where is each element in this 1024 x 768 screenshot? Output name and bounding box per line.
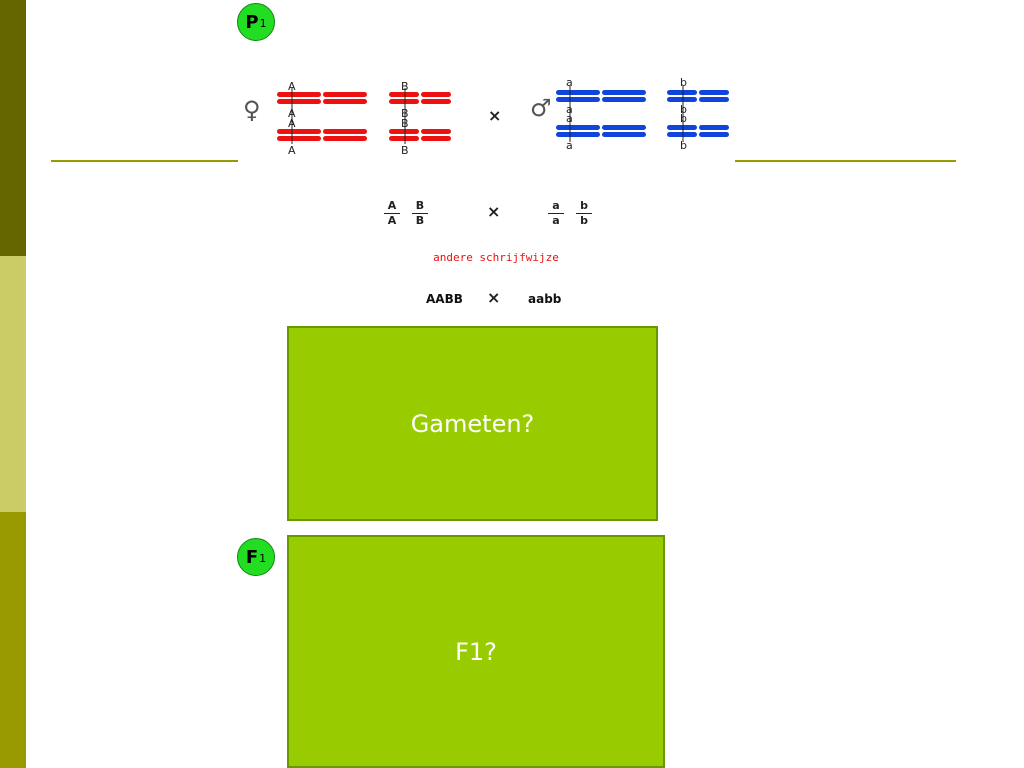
fraction-denominator: A xyxy=(387,214,397,227)
chromatid xyxy=(602,97,646,102)
title-divider-right xyxy=(735,160,956,162)
cross-symbol: × xyxy=(487,202,501,221)
chromatid xyxy=(421,136,451,141)
fraction-bar xyxy=(576,213,592,214)
chromatid xyxy=(323,99,367,104)
chromatid xyxy=(389,99,419,104)
chromatid xyxy=(421,129,451,134)
sidebar-band-dark xyxy=(0,0,26,256)
gameten-box-label: Gameten? xyxy=(410,409,535,438)
cross-symbol: × xyxy=(488,106,502,125)
allele-label: B xyxy=(401,107,409,120)
fraction-numerator: B xyxy=(415,199,425,212)
allele-label: b xyxy=(680,76,687,89)
allele-label: A xyxy=(288,117,296,130)
fraction-bar xyxy=(384,213,400,214)
chromatid xyxy=(667,132,697,137)
alternative-notation-note: andere schrijfwijze xyxy=(433,251,559,264)
chromatid xyxy=(323,136,367,141)
allele-label: B xyxy=(401,80,409,93)
allele-label: B xyxy=(401,117,409,130)
f1-badge-letter: F xyxy=(245,546,259,568)
chromatid xyxy=(277,129,321,134)
chromatid xyxy=(699,132,729,137)
female-chromosome-pair-b xyxy=(389,88,451,144)
genotype-male: aabb xyxy=(528,292,562,306)
chromatid xyxy=(699,97,729,102)
chromatid xyxy=(277,92,321,97)
allele-label: b xyxy=(680,139,687,152)
chromatid xyxy=(667,125,697,130)
fraction-female-b: B B xyxy=(412,199,428,227)
fraction-denominator: a xyxy=(552,214,560,227)
fraction-numerator: b xyxy=(580,199,588,212)
title-divider-left xyxy=(51,160,238,162)
chromatid xyxy=(389,129,419,134)
male-symbol: ♂ xyxy=(530,94,552,122)
fraction-male-b: b b xyxy=(576,199,592,227)
chromatid xyxy=(277,136,321,141)
chromatid xyxy=(602,125,646,130)
chromatid xyxy=(421,92,451,97)
chromatid xyxy=(667,90,697,95)
chromatid xyxy=(667,97,697,102)
allele-label: A xyxy=(288,107,296,120)
chromatid xyxy=(323,92,367,97)
fraction-bar xyxy=(548,213,564,214)
allele-label: A xyxy=(288,144,296,157)
fraction-numerator: a xyxy=(552,199,560,212)
chromatid xyxy=(556,90,600,95)
allele-label: b xyxy=(680,112,687,125)
female-symbol: ♀ xyxy=(243,96,261,124)
female-chromosome-pair-a xyxy=(277,88,367,144)
chromatid xyxy=(556,97,600,102)
chromatid xyxy=(602,90,646,95)
allele-label: a xyxy=(566,139,573,152)
genotype-female: AABB xyxy=(426,292,463,306)
chromatid xyxy=(277,99,321,104)
chromatid xyxy=(389,136,419,141)
chromatid xyxy=(699,125,729,130)
fraction-denominator: b xyxy=(580,214,588,227)
chromatid xyxy=(556,132,600,137)
chromatid xyxy=(323,129,367,134)
f1-box-label: F1? xyxy=(455,637,497,666)
allele-label: b xyxy=(680,103,687,116)
fraction-denominator: B xyxy=(415,214,425,227)
allele-label: B xyxy=(401,144,409,157)
allele-label: a xyxy=(566,112,573,125)
allele-label: A xyxy=(288,80,296,93)
male-chromosome-pair-a xyxy=(556,86,646,142)
sidebar-band-olive xyxy=(0,512,26,768)
fraction-female-a: A A xyxy=(384,199,400,227)
chromatid xyxy=(421,99,451,104)
allele-label: a xyxy=(566,103,573,116)
f1-badge: F 1 xyxy=(237,538,275,576)
f1-box[interactable]: F1? xyxy=(287,535,665,768)
chromatid xyxy=(556,125,600,130)
cross-symbol: × xyxy=(487,288,501,307)
f1-badge-subscript: 1 xyxy=(259,552,267,565)
chromatid xyxy=(699,90,729,95)
fraction-male-a: a a xyxy=(548,199,564,227)
allele-label: a xyxy=(566,76,573,89)
sidebar-band-light xyxy=(0,256,26,512)
p1-badge-subscript: 1 xyxy=(259,17,267,30)
male-chromosome-pair-b xyxy=(667,86,729,142)
p1-badge: P 1 xyxy=(237,3,275,41)
p1-badge-letter: P xyxy=(245,11,259,33)
chromatid xyxy=(389,92,419,97)
fraction-bar xyxy=(412,213,428,214)
chromatid xyxy=(602,132,646,137)
gameten-box[interactable]: Gameten? xyxy=(287,326,658,521)
fraction-numerator: A xyxy=(387,199,397,212)
